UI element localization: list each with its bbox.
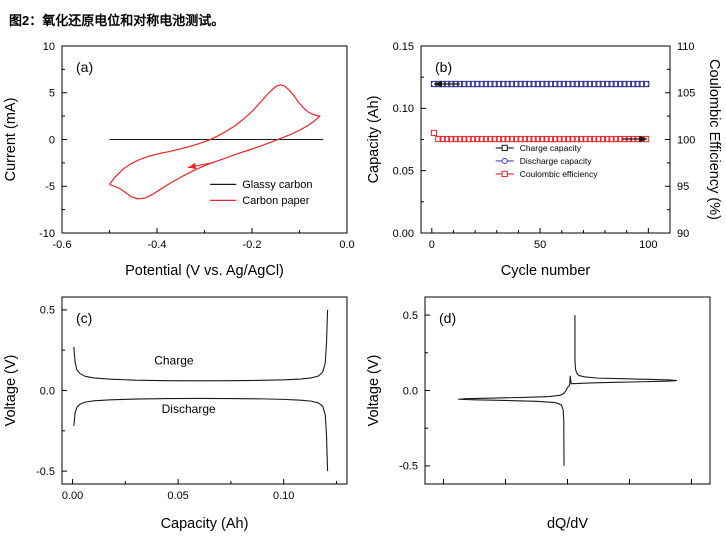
svg-text:95: 95 <box>677 181 689 193</box>
svg-text:-0.4: -0.4 <box>148 239 167 251</box>
series-discharge-capacity <box>430 80 650 88</box>
axes: -0.5 0.0 0.5 dQ/dV Voltage (V) <box>366 296 711 532</box>
svg-text:0.10: 0.10 <box>273 490 294 502</box>
svg-text:-0.2: -0.2 <box>243 239 262 251</box>
svg-text:-0.6: -0.6 <box>53 239 72 251</box>
svg-text:0.00: 0.00 <box>393 228 414 240</box>
svg-text:0.5: 0.5 <box>40 305 55 317</box>
svg-text:Glassy carbon: Glassy carbon <box>242 179 312 191</box>
svg-text:10: 10 <box>43 41 55 53</box>
svg-text:Capacity (Ah): Capacity (Ah) <box>161 516 249 532</box>
svg-text:110: 110 <box>677 41 695 53</box>
panel-label: (d) <box>439 310 456 326</box>
svg-text:-0.5: -0.5 <box>399 461 418 473</box>
svg-text:0.0: 0.0 <box>40 385 55 397</box>
svg-text:dQ/dV: dQ/dV <box>547 516 588 532</box>
svg-text:Coulombic Efficiency (%): Coulombic Efficiency (%) <box>706 59 722 220</box>
dqdv-chart-panel-d: -0.5 0.0 0.5 dQ/dV Voltage (V) (d) <box>366 296 711 532</box>
svg-text:100: 100 <box>639 239 657 251</box>
svg-text:Current (mA): Current (mA) <box>3 98 19 182</box>
svg-text:50: 50 <box>534 239 546 251</box>
series-dq-dv-curve <box>457 315 678 466</box>
svg-text:0.00: 0.00 <box>62 490 83 502</box>
svg-text:90: 90 <box>677 228 689 240</box>
panel-label: (b) <box>435 59 452 75</box>
svg-text:100: 100 <box>677 134 695 146</box>
svg-text:105: 105 <box>677 88 695 100</box>
svg-text:-0.5: -0.5 <box>36 466 55 478</box>
svg-text:Potential (V vs. Ag/AgCl): Potential (V vs. Ag/AgCl) <box>125 263 284 279</box>
panel-label: (c) <box>76 310 92 326</box>
svg-text:5: 5 <box>49 88 55 100</box>
svg-text:-5: -5 <box>45 181 55 193</box>
svg-text:Charge capacity: Charge capacity <box>520 143 582 153</box>
svg-text:Voltage (V): Voltage (V) <box>3 355 19 427</box>
text-annotation: Charge <box>154 354 194 368</box>
svg-text:0.10: 0.10 <box>393 103 414 115</box>
axes: 0 50 100 0.00 0.05 0.10 0.15 90 95 100 105 110Cycle… <box>366 41 722 279</box>
svg-text:0.0: 0.0 <box>403 385 418 397</box>
svg-text:-10: -10 <box>39 228 55 240</box>
svg-text:Discharge: Discharge <box>162 402 216 416</box>
svg-text:Cycle number: Cycle number <box>501 263 591 279</box>
svg-text:0.0: 0.0 <box>339 239 354 251</box>
text-annotation: Discharge <box>162 402 216 416</box>
arrow-annotation <box>622 135 648 143</box>
figure-title: 图2：氧化还原电位和对称电池测试。 <box>9 13 225 28</box>
svg-text:0: 0 <box>49 134 55 146</box>
svg-text:0.05: 0.05 <box>393 165 414 177</box>
cycling-chart-panel-b: 0 50 100 0.00 0.05 0.10 0.15 90 95 100 105 110Cycle… <box>366 41 722 279</box>
arrow-annotation <box>433 80 460 88</box>
series-charge <box>73 309 329 382</box>
series-discharge <box>73 397 329 472</box>
svg-text:Capacity (Ah): Capacity (Ah) <box>366 96 382 184</box>
svg-text:0.05: 0.05 <box>167 490 188 502</box>
svg-text:Coulombic efficiency: Coulombic efficiency <box>520 169 599 179</box>
series-carbon-paper <box>109 84 321 200</box>
svg-text:Charge: Charge <box>154 354 194 368</box>
svg-text:0.15: 0.15 <box>393 41 414 53</box>
svg-text:Discharge capacity: Discharge capacity <box>520 156 593 166</box>
svg-text:Voltage (V): Voltage (V) <box>366 355 382 427</box>
arrow-annotation <box>187 161 215 170</box>
panel-label: (a) <box>76 59 93 75</box>
series-coulombic-efficiency <box>430 129 650 143</box>
svg-text:0: 0 <box>429 239 435 251</box>
svg-text:Carbon paper: Carbon paper <box>242 195 310 207</box>
svg-text:0.5: 0.5 <box>403 310 418 322</box>
